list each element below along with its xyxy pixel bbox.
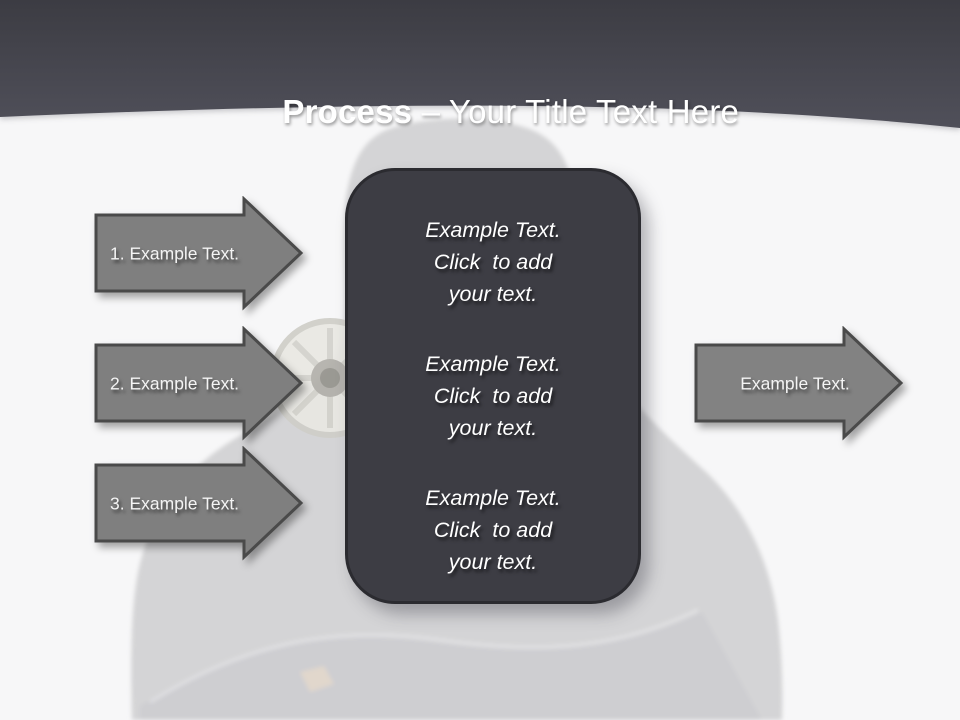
- result-arrow-label: Example Text.: [740, 373, 850, 394]
- paragraph-2-line-1: Example Text.: [425, 352, 561, 376]
- content-box-text: Example Text. Click to add your text. Ex…: [348, 171, 638, 578]
- paragraph-3-line-2: Click to add: [433, 518, 553, 542]
- placeholder-paragraph-2[interactable]: Example Text. Click to add your text.: [348, 348, 638, 444]
- slide-title[interactable]: Process – Your Title Text Here: [0, 52, 960, 172]
- arrow-right-shape: [694, 326, 904, 441]
- arrow-right-shape: [94, 196, 304, 311]
- paragraph-2-line-3: your text.: [448, 416, 538, 440]
- figure-arms-shading: [140, 612, 762, 720]
- title-placeholder-text: – Your Title Text Here: [412, 93, 740, 130]
- paragraph-3-line-1: Example Text.: [425, 486, 561, 510]
- title-keyword: Process: [282, 93, 413, 130]
- figure-hand-patch: [300, 666, 334, 692]
- arrow-right-shape: [94, 326, 304, 441]
- placeholder-paragraph-3[interactable]: Example Text. Click to add your text.: [348, 482, 638, 578]
- figure-arms-highlight: [149, 608, 699, 704]
- process-arrow-3[interactable]: 3. Example Text.: [94, 446, 304, 562]
- arrow-right-shape: [94, 446, 304, 561]
- placeholder-paragraph-1[interactable]: Example Text. Click to add your text.: [348, 214, 638, 310]
- content-box[interactable]: Example Text. Click to add your text. Ex…: [345, 168, 641, 604]
- title-banner: [0, 0, 960, 128]
- arrow-2-label: 2. Example Text.: [110, 373, 240, 394]
- paragraph-1-line-2: Click to add: [433, 250, 553, 274]
- process-arrow-2[interactable]: 2. Example Text.: [94, 326, 304, 442]
- arrow-1-label: 1. Example Text.: [110, 243, 240, 264]
- process-arrow-1[interactable]: 1. Example Text.: [94, 196, 304, 312]
- paragraph-1-line-1: Example Text.: [425, 218, 561, 242]
- paragraph-2-line-2: Click to add: [433, 384, 553, 408]
- arrow-3-label: 3. Example Text.: [110, 493, 240, 514]
- paragraph-3-line-3: your text.: [448, 550, 538, 574]
- result-arrow[interactable]: Example Text.: [694, 326, 904, 442]
- paragraph-1-line-3: your text.: [448, 282, 538, 306]
